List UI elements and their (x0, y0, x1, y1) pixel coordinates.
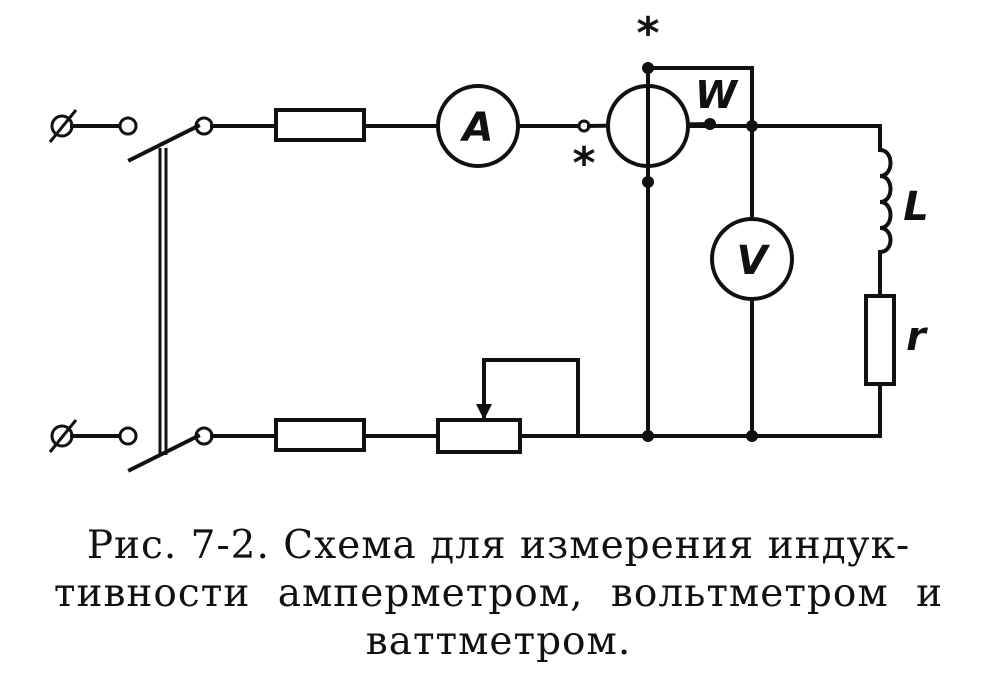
bottom-wire (210, 358, 882, 442)
voltmeter: V (710, 66, 794, 438)
star-mark-voltage: * (572, 138, 595, 189)
fuse-top (274, 108, 366, 142)
load-branch: L r (864, 124, 929, 438)
star-mark-current: * (636, 8, 659, 59)
double-pole-switch (127, 116, 214, 473)
inductance-label: L (903, 184, 929, 230)
voltmeter-label: V (737, 238, 771, 284)
fuse-bottom (274, 418, 366, 452)
figure-caption: Рис. 7-2. Схема для измерения индук- тив… (20, 522, 977, 666)
wattmeter-label: W (695, 73, 739, 117)
caption-line-1: Рис. 7-2. Схема для измерения индук- (86, 523, 911, 568)
caption-line-2: тивности амперметром, вольтметром и (53, 571, 944, 616)
wattmeter: W * * (572, 8, 754, 189)
circuit-diagram: A W * * V L r (48, 8, 929, 473)
rheostat (436, 418, 522, 454)
inductor (877, 147, 893, 255)
resistor (864, 294, 896, 386)
ammeter-label: A (460, 105, 494, 151)
caption-line-3: ваттметром. (365, 619, 632, 664)
resistance-label: r (906, 314, 928, 360)
ammeter: A (436, 84, 520, 168)
input-terminal-top (48, 109, 138, 143)
input-terminal-bottom (48, 419, 138, 453)
